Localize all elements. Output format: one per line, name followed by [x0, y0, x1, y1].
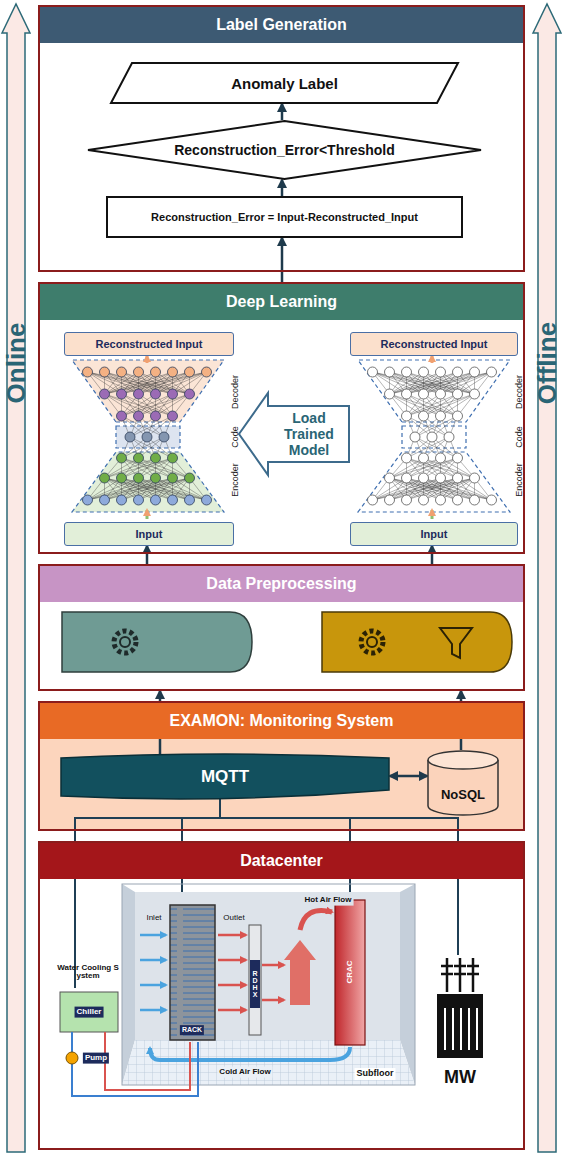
side-arrow: Online	[2, 3, 30, 1152]
section-header: Data Preprocessing	[40, 566, 523, 602]
node-text: Data Preprocessing	[206, 575, 356, 593]
node-text: EXAMON: Monitoring System	[169, 712, 393, 730]
node-text: Reconstructed Input	[381, 338, 488, 350]
section-panel: EXAMON: Monitoring SystemMQTT NoSQL	[38, 701, 525, 831]
output-parallelogram: Anomaly Label	[110, 62, 459, 104]
cyl-outline	[427, 750, 499, 816]
illustration-label: Chiller	[75, 1007, 104, 1018]
node-text: Offline	[532, 322, 563, 404]
side-outline	[2, 3, 30, 1152]
node-text: NoSQL	[441, 787, 485, 802]
input-box: Input	[350, 522, 518, 546]
illustration-label: Decoder	[515, 375, 525, 409]
illustration-label: RACK	[180, 1025, 204, 1035]
node-text: Input	[136, 528, 163, 540]
input-box: Input	[64, 522, 234, 546]
node-text: Reconstruction_Error = Input-Reconstruct…	[151, 211, 418, 223]
illustration-label: Water Cooling System	[57, 964, 119, 980]
section-header: Datacenter	[40, 843, 523, 879]
mqtt-banner: MQTT	[60, 754, 390, 800]
node-text: Reconstruction_Error<Threshold	[174, 142, 395, 158]
illustration-label: Code	[231, 426, 241, 448]
connector-arrow	[431, 546, 434, 564]
section-header: EXAMON: Monitoring System	[40, 703, 523, 739]
node-text: Datacenter	[240, 852, 323, 870]
connector-arrow	[390, 775, 427, 778]
illustration-label: RDHX	[252, 970, 258, 998]
node-text: MQTT	[201, 767, 249, 787]
connector-arrow	[281, 238, 284, 282]
illustration-label: MW	[444, 1068, 476, 1088]
illustration-label: Decoder	[231, 375, 241, 409]
illustration-label: Outlet	[223, 914, 244, 923]
node-text: Online	[1, 323, 32, 404]
connector-arrow	[281, 180, 284, 196]
illustration-label: CRAC	[346, 960, 355, 983]
output-box: Reconstructed Input	[64, 332, 234, 356]
side-outline	[533, 3, 561, 1152]
section-panel: Datacenter	[38, 841, 525, 1150]
illustration-label: Subfloor	[355, 1068, 396, 1080]
illustration-label: Encoder	[515, 463, 525, 497]
illustration-label: Hot Air Flow	[303, 895, 354, 906]
node-text: Reconstructed Input	[96, 338, 203, 350]
node-text: Deep Learning	[226, 293, 337, 311]
side-arrow: Offline	[533, 3, 561, 1152]
illustration-label: Cold Air Flow	[217, 1067, 272, 1078]
output-box: Reconstructed Input	[350, 332, 518, 356]
node-text: Input	[421, 528, 448, 540]
illustration-label: Code	[515, 426, 525, 448]
section-header: Deep Learning	[40, 284, 523, 320]
section-header: Label Generation	[40, 7, 523, 43]
decision-diamond: Reconstruction_Error<Threshold	[87, 120, 482, 180]
illustration-label: Pump	[83, 1053, 109, 1064]
node-text: Label Generation	[216, 16, 347, 34]
section-panel: Data Preprocessing	[38, 564, 525, 691]
load-arrow: Load Trained Model	[238, 392, 350, 476]
section-panel: Deep LearningReconstructed InputLoad Tra…	[38, 282, 525, 554]
connector-arrow	[146, 546, 149, 564]
illustration-label: Inlet	[146, 914, 161, 923]
node-text: Anomaly Label	[231, 75, 338, 92]
node-text: Load Trained Model	[272, 410, 346, 458]
section-panel: Label GenerationAnomaly LabelReconstruct…	[38, 5, 525, 272]
connector-arrow	[281, 104, 284, 120]
illustration-label: Encoder	[231, 463, 241, 497]
database-cylinder: NoSQL	[427, 750, 499, 816]
process-box: Reconstruction_Error = Input-Reconstruct…	[106, 196, 463, 238]
